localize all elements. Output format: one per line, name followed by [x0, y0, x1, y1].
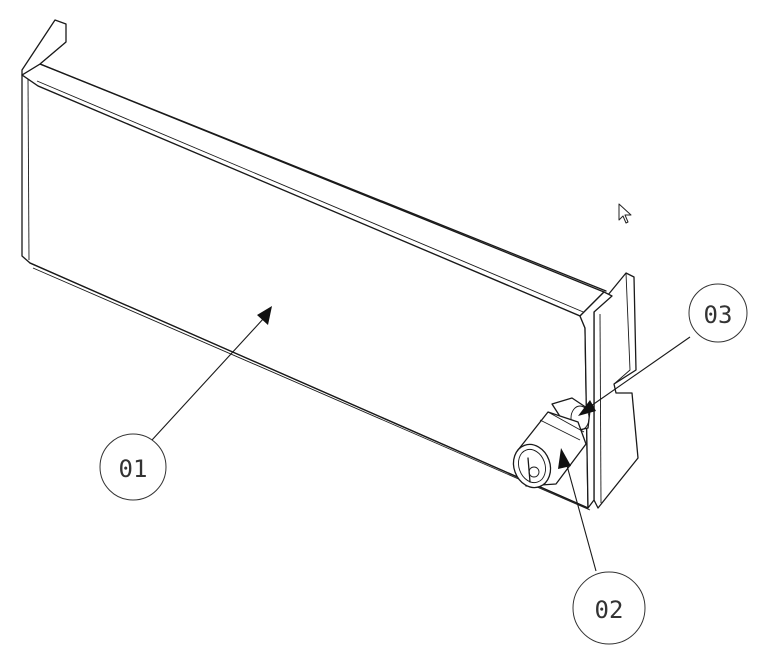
balloon-01-label: 01 — [119, 455, 148, 483]
balloon-03: 03 — [688, 283, 748, 343]
balloon-02: 02 — [572, 571, 646, 645]
leader-02 — [558, 448, 597, 572]
balloon-01: 01 — [99, 433, 167, 501]
leader-03 — [578, 336, 691, 416]
balloon-02-label: 02 — [595, 596, 624, 624]
leader-01 — [151, 306, 272, 441]
right-end-bracket — [579, 272, 639, 509]
balloon-03-label: 03 — [704, 301, 733, 329]
part-02-knob — [512, 397, 591, 489]
part-01-cover-plate — [21, 19, 607, 511]
mouse-pointer-icon — [618, 203, 632, 224]
